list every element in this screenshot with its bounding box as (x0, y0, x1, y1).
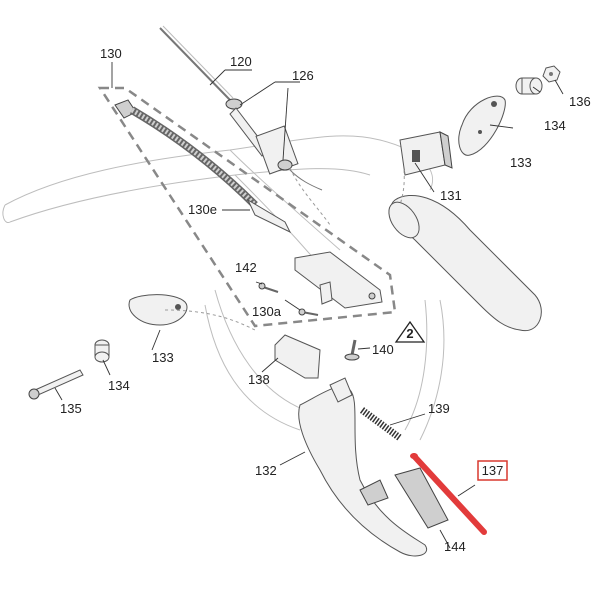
label-137-box: 137 (477, 460, 508, 481)
cable-120 (159, 25, 323, 191)
label-134-upper: 134 (544, 118, 566, 133)
note-marker: 2 (394, 320, 426, 343)
label-120: 120 (230, 54, 252, 69)
bracket-130a (294, 251, 383, 309)
label-135: 135 (60, 401, 82, 416)
label-133-lower: 133 (152, 350, 174, 365)
lever-132 (298, 377, 428, 557)
latch-plate-138 (274, 334, 321, 379)
spring-139 (359, 407, 403, 441)
label-140: 140 (372, 342, 394, 357)
bolt-135 (28, 369, 84, 400)
rod-137 (410, 453, 487, 535)
label-131: 131 (440, 188, 462, 203)
label-137: 137 (482, 463, 504, 478)
assembly-guide-lines (164, 167, 405, 331)
block-131 (399, 131, 453, 176)
bushing-134-upper (515, 77, 543, 95)
sleeve-144 (394, 467, 449, 529)
label-134-lower: 134 (108, 378, 130, 393)
cable-housing-130 (114, 99, 292, 234)
screw-142 (258, 282, 279, 293)
note-number: 2 (406, 326, 413, 341)
bolt-140 (344, 339, 360, 361)
grip-tube (388, 194, 542, 332)
label-130a: 130a (252, 304, 282, 319)
label-132: 132 (255, 463, 277, 478)
bushing-134-lower (94, 339, 110, 363)
label-126: 126 (292, 68, 314, 83)
leader-lines (54, 62, 564, 549)
assembly-130-boundary (97, 86, 397, 328)
screw-130a (298, 308, 319, 316)
label-138: 138 (248, 372, 270, 387)
plate-133-lower (128, 294, 188, 326)
label-139: 139 (428, 401, 450, 416)
label-130e: 130e (188, 202, 217, 217)
label-133-upper: 133 (510, 155, 532, 170)
nut-136 (542, 65, 561, 83)
label-130: 130 (100, 46, 122, 61)
label-136: 136 (569, 94, 591, 109)
label-142: 142 (235, 260, 257, 275)
label-144: 144 (444, 539, 466, 554)
